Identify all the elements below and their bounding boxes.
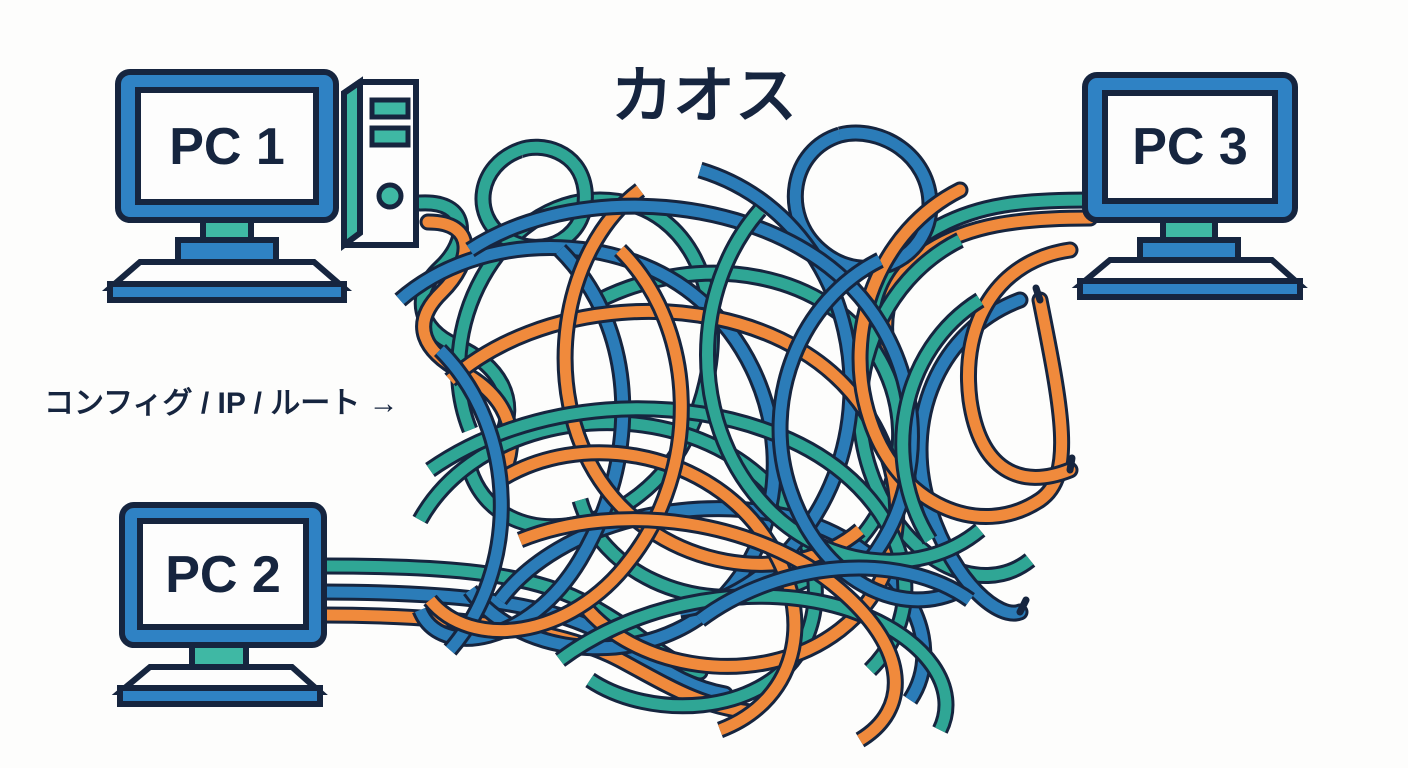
cable-group-pc1	[411, 194, 520, 479]
pc2-label: PC 2	[165, 546, 281, 604]
chaos-title: カオス	[611, 62, 797, 131]
tangle-layer-orange	[444, 181, 1079, 738]
pc3-monitor	[1071, 72, 1308, 300]
pc3-computer[interactable]: PC 3	[1071, 72, 1308, 300]
pc1-monitor	[101, 69, 353, 303]
pc2-computer[interactable]: PC 2	[111, 502, 328, 707]
config-caption: コンフィグ / IP / ルート →	[44, 387, 399, 420]
cable-loose-end-blue	[1016, 596, 1030, 616]
cable-tangle	[313, 124, 1099, 748]
cable-loose-end-orange-lower	[1066, 454, 1076, 474]
pc2-monitor	[111, 502, 328, 707]
pc3-label: PC 3	[1132, 118, 1248, 176]
pc1-computer[interactable]: PC 1	[101, 69, 419, 303]
pc1-tower	[341, 76, 419, 251]
cable-loose-end-orange-upper	[1032, 284, 1044, 304]
tangle-layer-top	[423, 197, 986, 748]
pc1-label: PC 1	[169, 118, 285, 176]
